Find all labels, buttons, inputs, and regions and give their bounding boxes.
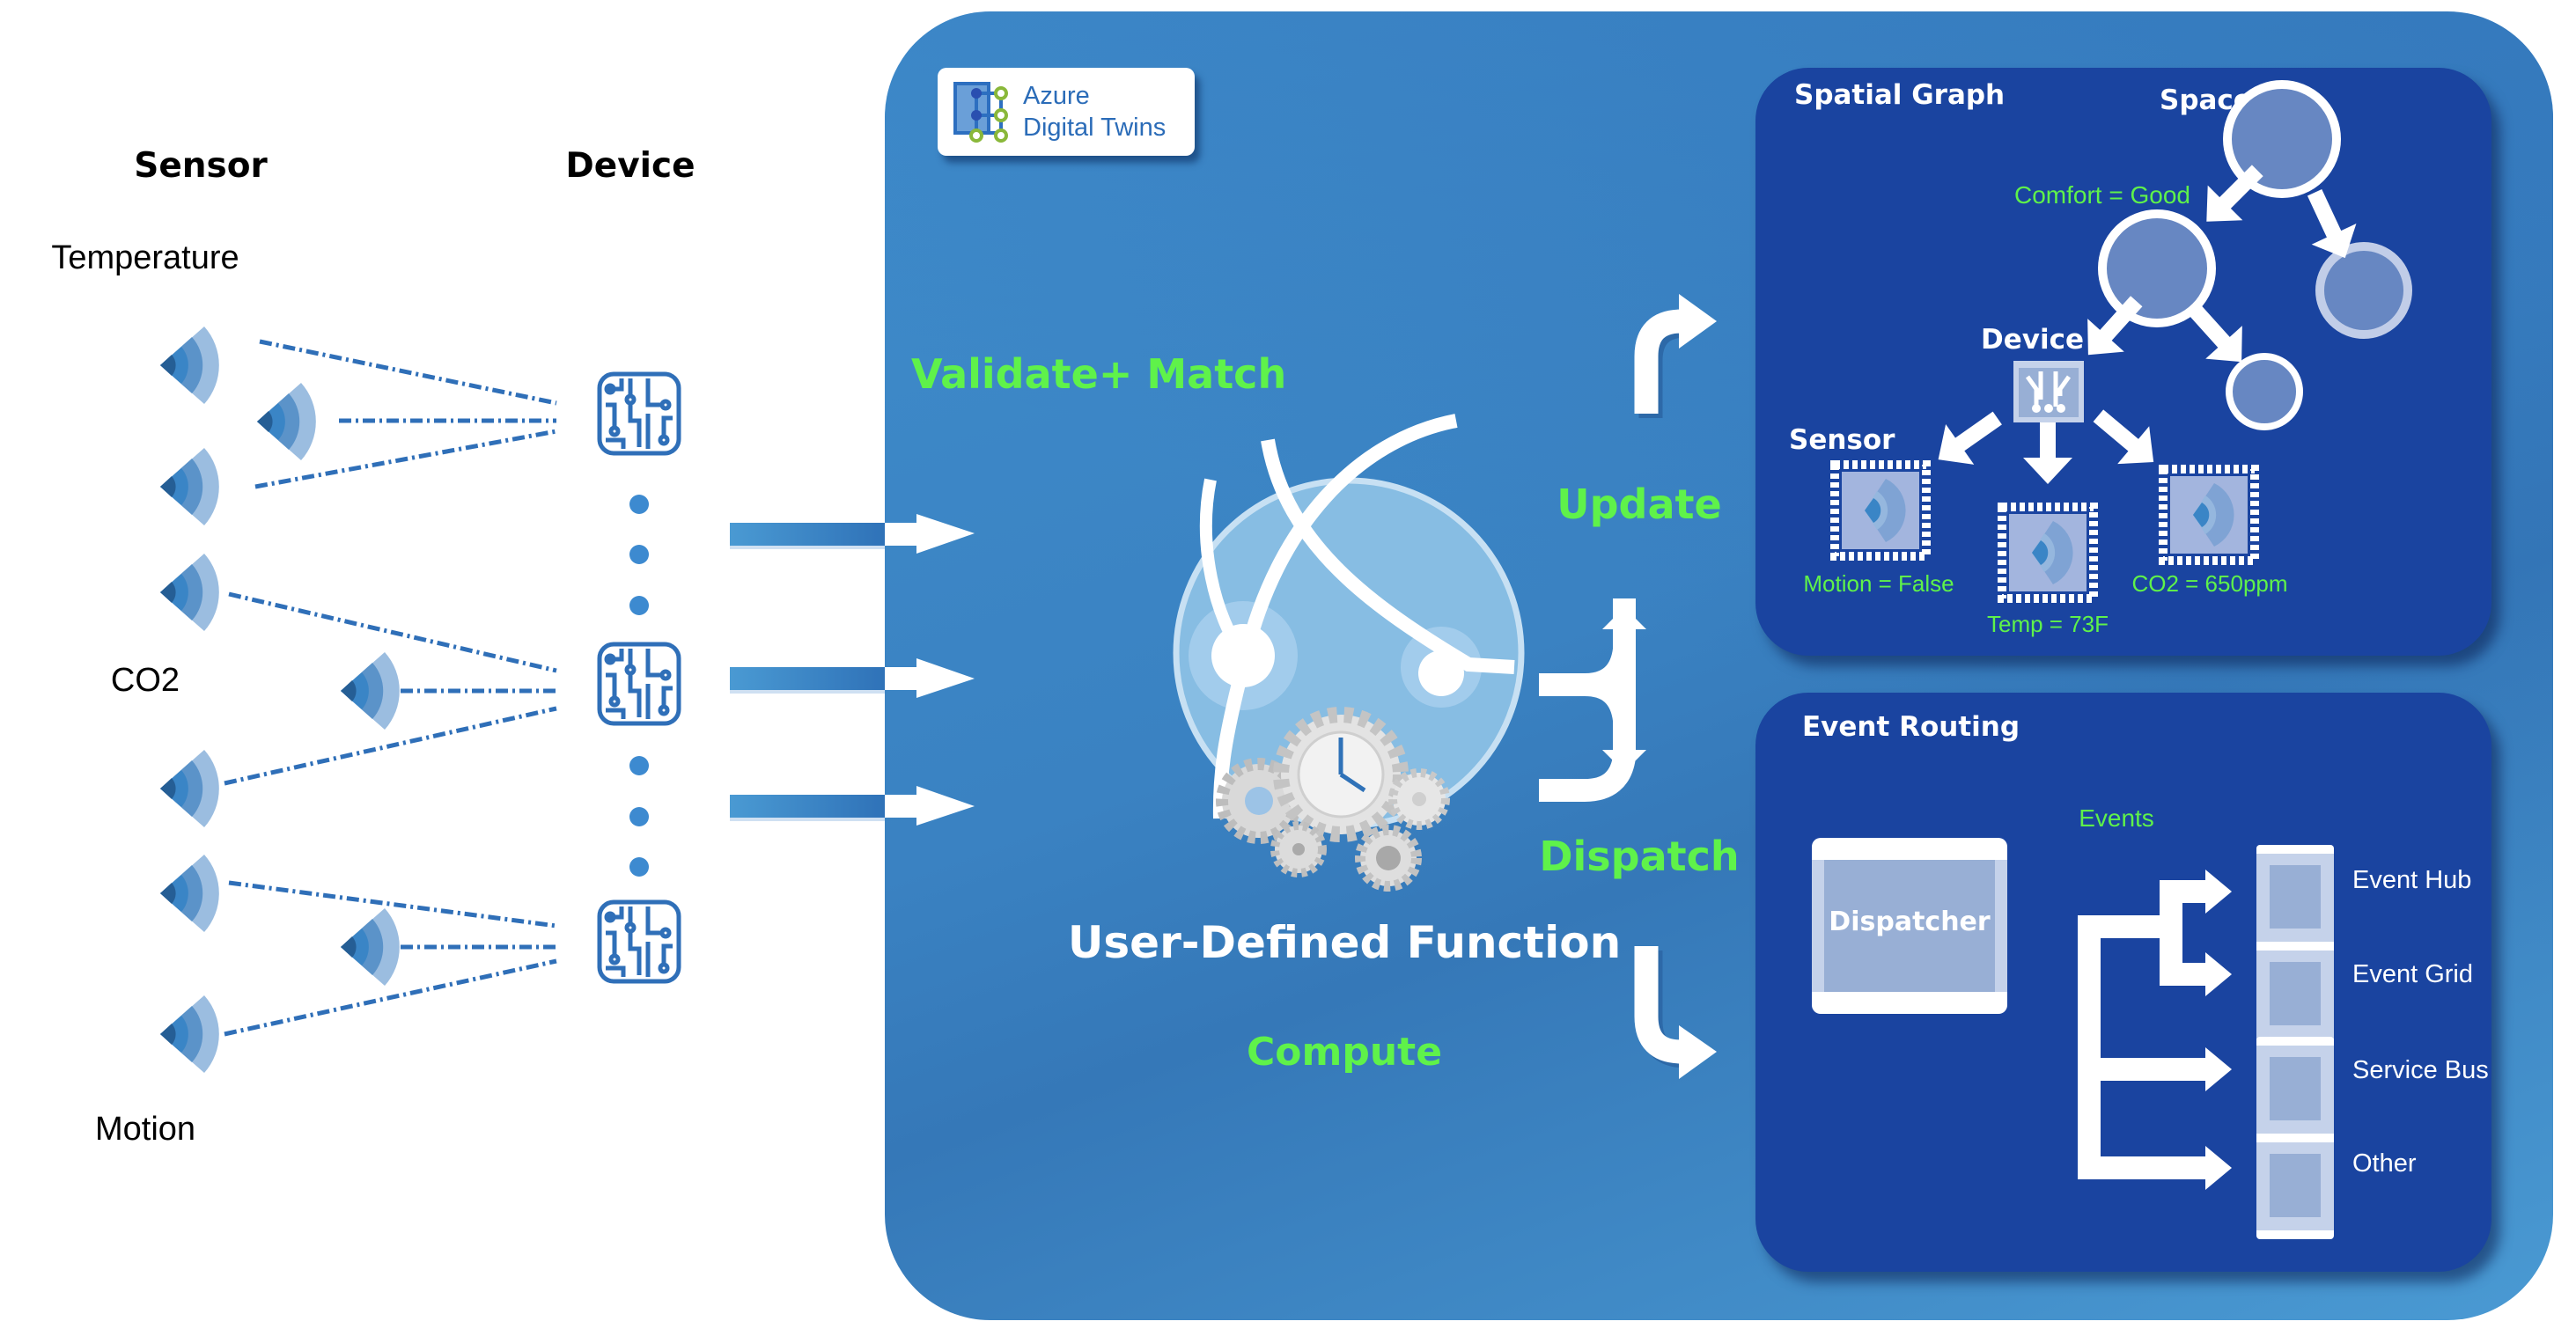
spatial-graph-title: Spatial Graph xyxy=(1794,79,2006,111)
routing-arrows xyxy=(2078,870,2232,1190)
space-node xyxy=(2223,80,2341,198)
sensor-link xyxy=(224,706,557,786)
azure-digital-twins-logo: Azure Digital Twins xyxy=(938,68,1195,156)
dispatcher-label: Dispatcher xyxy=(1829,907,1991,937)
target-service-bus: Service Bus xyxy=(2352,1056,2489,1084)
globe-icon xyxy=(1173,414,1525,829)
split-arrow xyxy=(1539,598,1646,802)
graph-sensor-label: Sensor xyxy=(1789,424,1895,456)
co2-value: CO2 = 650ppm xyxy=(2131,570,2288,597)
sensor-column-header: Sensor xyxy=(134,146,268,186)
compute-label: Compute xyxy=(1246,1030,1443,1075)
logo-line1: Azure xyxy=(1023,82,1090,110)
sensor-link xyxy=(259,339,557,406)
comfort-value: Comfort = Good xyxy=(2014,181,2190,209)
other-target-icon xyxy=(2256,1134,2334,1239)
sensor-link xyxy=(224,958,557,1037)
input-arrow xyxy=(730,786,975,826)
sensor-link xyxy=(228,591,557,673)
sensor-link xyxy=(228,880,557,929)
dispatch-label: Dispatch xyxy=(1539,833,1740,880)
digital-twins-logo-icon xyxy=(953,82,1008,143)
device-column-header: Device xyxy=(565,146,696,186)
logo-line2: Digital Twins xyxy=(1023,114,1167,142)
co2-group-label: CO2 xyxy=(110,662,180,699)
events-label: Events xyxy=(2079,804,2154,832)
event-hub-icon xyxy=(2256,845,2334,951)
input-arrow xyxy=(730,658,975,698)
graph-device-label: Device xyxy=(1981,324,2084,356)
input-arrow xyxy=(730,514,975,554)
sensor-device-diagram xyxy=(160,327,889,1073)
dispatcher-box: Dispatcher xyxy=(1812,838,2007,1014)
space-node xyxy=(2226,353,2303,430)
target-event-hub: Event Hub xyxy=(2352,866,2472,894)
motion-group-label: Motion xyxy=(94,1111,196,1148)
update-label: Update xyxy=(1557,481,1722,528)
target-other: Other xyxy=(2352,1149,2417,1178)
udf-title: User-Defined Function xyxy=(1067,917,1622,968)
event-routing-title: Event Routing xyxy=(1802,711,2020,743)
space-node xyxy=(2315,242,2412,339)
gears-icon xyxy=(1216,707,1450,892)
sensor-link xyxy=(254,429,557,489)
update-arrow xyxy=(1634,294,1717,418)
ellipsis-dots xyxy=(629,495,649,877)
graph-device-icon xyxy=(2013,361,2084,422)
event-grid-icon xyxy=(2256,942,2334,1047)
service-bus-icon xyxy=(2256,1037,2334,1142)
validate-match-label: Validate+ Match xyxy=(911,350,1287,398)
target-event-grid: Event Grid xyxy=(2352,960,2473,988)
dispatch-arrow xyxy=(1634,946,1717,1079)
motion-value: Motion = False xyxy=(1803,570,1954,597)
temperature-group-label: Temperature xyxy=(51,239,239,276)
temp-value: Temp = 73F xyxy=(1986,611,2109,637)
space-node xyxy=(2098,209,2216,327)
